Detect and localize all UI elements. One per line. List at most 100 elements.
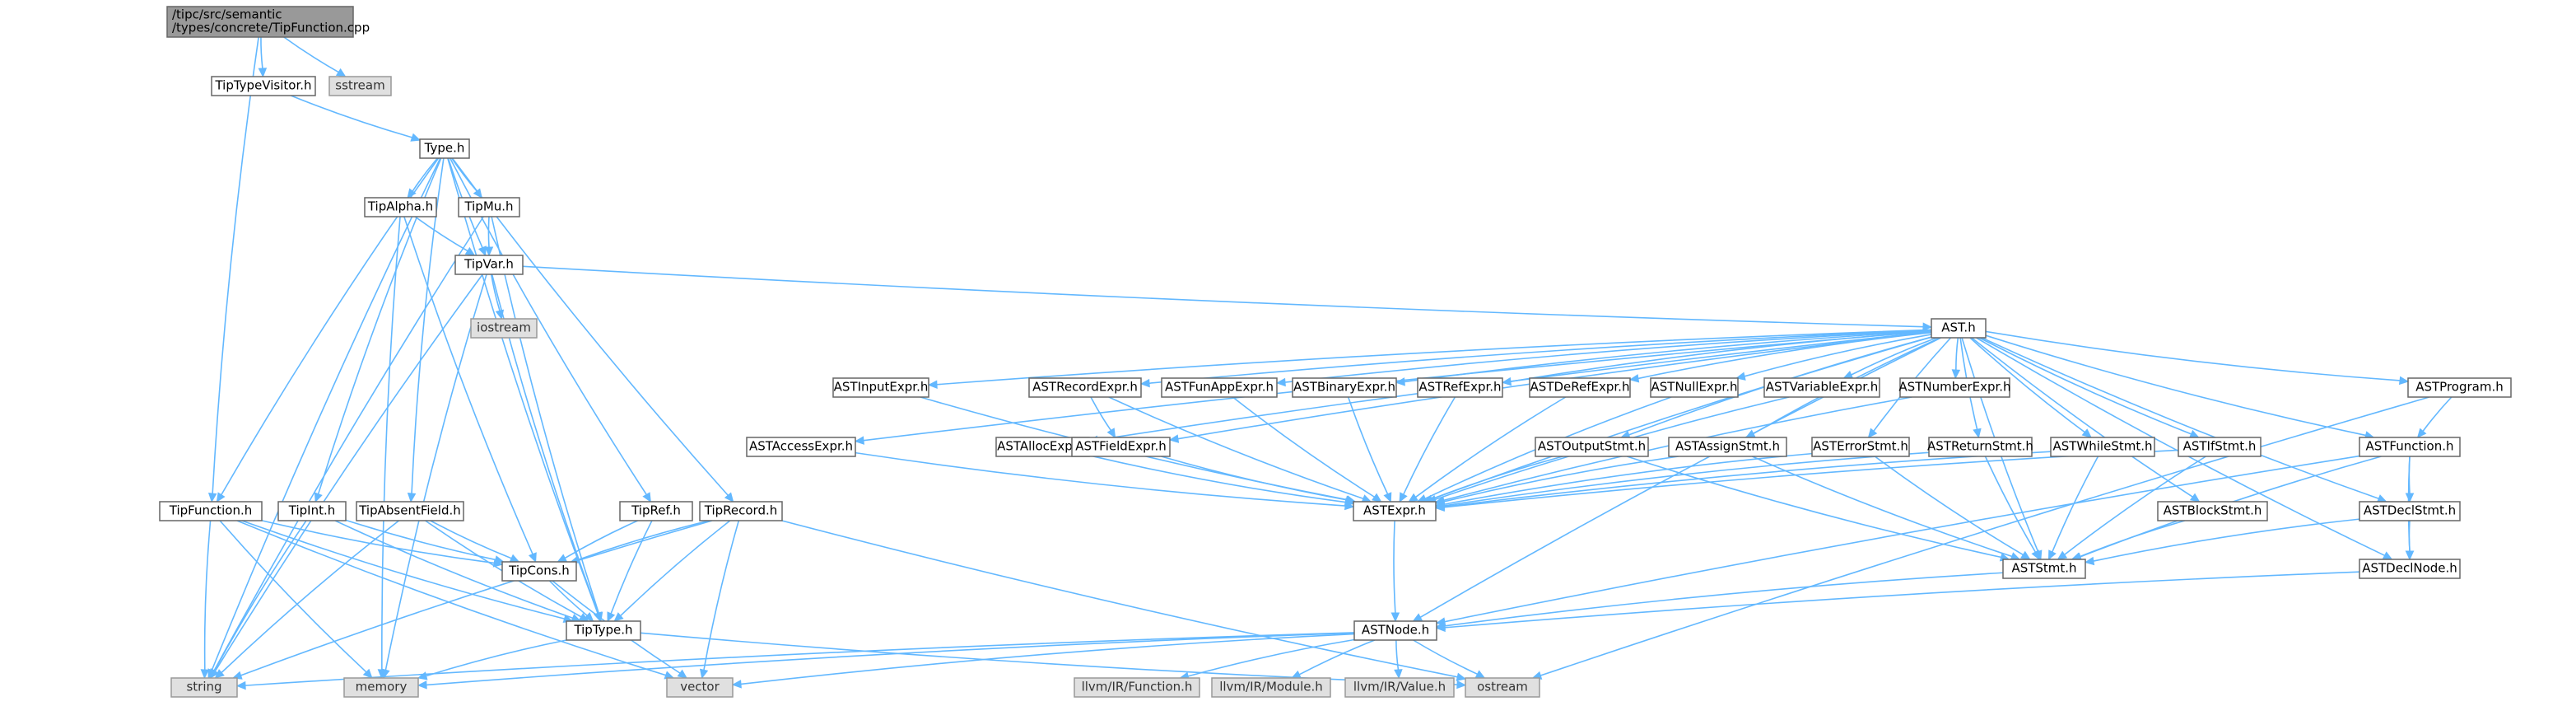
edge-root-to-sstream [283,36,347,77]
edge-arrowhead [2047,549,2057,561]
edge-line [1443,451,1930,507]
edge-line [213,520,307,671]
node-iostream[interactable]: iostream [470,318,538,339]
node-TipRecord[interactable]: TipRecord.h [699,501,783,521]
node-string[interactable]: string [170,677,238,698]
node-ASTFieldExpr[interactable]: ASTFieldExpr.h [1071,437,1171,457]
node-ASTNullExpr[interactable]: ASTNullExpr.h [1650,377,1739,398]
node-TipTypeVisitor[interactable]: TipTypeVisitor.h [211,76,316,96]
node-ASTExpr[interactable]: ASTExpr.h [1353,501,1437,521]
node-ASTOutputStmt[interactable]: ASTOutputStmt.h [1535,437,1649,457]
edge-arrowhead [731,680,742,689]
edge-line [1744,334,1932,377]
node-TipVar[interactable]: TipVar.h [454,255,524,275]
node-ASTIfStmt[interactable]: ASTIfStmt.h [2178,437,2262,457]
edge-arrowhead [1394,669,1403,680]
edge-TipAlpha-to-memory [377,216,401,680]
node-ASTAllocExpr[interactable]: ASTAllocExpr.h [995,437,1090,457]
node-ASTWhileStmt[interactable]: ASTWhileStmt.h [2050,437,2155,457]
node-memory[interactable]: memory [343,677,419,698]
edge-line [2079,520,2186,558]
node-box [566,620,641,641]
node-label: iostream [477,320,531,335]
edge-ASTOutputStmt-to-ASTStmt [1626,456,2010,562]
edge-line [290,95,412,138]
edge-line [345,519,496,561]
edge-line [2064,456,2206,555]
node-ASTRefExpr[interactable]: ASTRefExpr.h [1417,377,1503,398]
node-ostream[interactable]: ostream [1465,677,1540,698]
edge-line [411,157,445,494]
node-label: TipAbsentField.h [358,503,461,518]
node-TipRef[interactable]: TipRef.h [619,501,693,521]
edge-line [261,520,495,564]
node-ASTInputExpr[interactable]: ASTInputExpr.h [832,377,929,398]
edge-line [412,157,438,192]
node-ASTNumberExpr[interactable]: ASTNumberExpr.h [1898,377,2011,398]
node-ASTDeclStmt[interactable]: ASTDeclStmt.h [2359,501,2461,521]
edge-arrowhead [1383,492,1392,503]
node-llvmValue[interactable]: llvm/IR/Value.h [1344,677,1455,698]
node-ASTBinaryExpr[interactable]: ASTBinaryExpr.h [1292,377,1397,398]
node-label: ASTFieldExpr.h [1075,439,1167,454]
edge-TipRecord-to-ostream [781,520,1467,681]
edge-line [740,633,1355,685]
edge-line [1443,451,2052,507]
node-TipInt[interactable]: TipInt.h [277,501,347,521]
node-box [1650,377,1739,398]
node-box [1353,620,1437,641]
node-sstream[interactable]: sstream [328,76,392,96]
node-ASTBlockStmt[interactable]: ASTBlockStmt.h [2157,501,2268,521]
node-ASTDeRefExpr[interactable]: ASTDeRefExpr.h [1529,377,1631,398]
node-ASTStmt[interactable]: ASTStmt.h [2002,559,2086,579]
node-vector[interactable]: vector [666,677,734,698]
node-ASTAccessExpr[interactable]: ASTAccessExpr.h [746,437,856,457]
node-label: ASTFunction.h [2365,439,2453,454]
edge-arrowhead [1372,493,1382,503]
node-label: ASTInputExpr.h [834,380,929,395]
node-llvmFunction[interactable]: llvm/IR/Function.h [1074,677,1200,698]
node-ASTProgram[interactable]: ASTProgram.h [2407,377,2512,398]
node-ASTFunction[interactable]: ASTFunction.h [2359,437,2461,457]
edge-arrowhead [494,555,505,564]
node-ASTNode[interactable]: ASTNode.h [1353,620,1437,641]
node-TipFunction[interactable]: TipFunction.h [159,501,263,521]
edge-ASTErrorStmt-to-ASTStmt [1874,456,2031,560]
node-ASTFunAppExpr[interactable]: ASTFunAppExpr.h [1161,377,1278,398]
node-TipAlpha[interactable]: TipAlpha.h [364,197,437,217]
node-ASTReturnStmt[interactable]: ASTReturnStmt.h [1927,437,2033,457]
node-llvmModule[interactable]: llvm/IR/Module.h [1211,677,1331,698]
edge-AST-to-ASTFunAppExpr [1275,330,1932,387]
edge-line [2408,520,2411,552]
edge-arrowhead [2376,494,2387,503]
edge-ASTRefExpr-to-ASTExpr [1399,396,1456,503]
node-ASTRecordExpr[interactable]: ASTRecordExpr.h [1028,377,1142,398]
node-label: ASTAllocExpr.h [997,439,1088,454]
node-label: TipTypeVisitor.h [214,78,311,93]
node-TipType[interactable]: TipType.h [566,620,641,641]
node-TipCons[interactable]: TipCons.h [501,561,577,582]
node-ASTErrorStmt[interactable]: ASTErrorStmt.h [1811,437,1910,457]
node-root[interactable]: /tipc/src/semantic/types/concrete/TipFun… [166,6,370,38]
node-label: ASTErrorStmt.h [1813,439,1908,454]
edge-TipTypeVisitor-to-Type [290,95,422,142]
node-TipMu[interactable]: TipMu.h [458,197,520,217]
node-Type[interactable]: Type.h [419,138,470,159]
node-ASTDeclNode[interactable]: ASTDeclNode.h [2359,559,2461,579]
node-label: ostream [1477,680,1528,694]
edge-arrowhead [1106,428,1116,439]
node-ASTVariableExpr[interactable]: ASTVariableExpr.h [1763,377,1880,398]
edge-arrowhead [1435,621,1446,630]
edge-ASTFunAppExpr-to-ASTExpr [1232,396,1382,503]
node-box [1811,437,1910,457]
node-ASTAssignStmt[interactable]: ASTAssignStmt.h [1668,437,1787,457]
edge-line [1851,337,1937,376]
edge-line [548,580,588,616]
edge-ASTDeclStmt-to-ASTStmt [2084,518,2360,566]
edge-TipAbsentField-to-string [214,520,400,679]
edge-arrowhead [417,671,428,680]
node-AST[interactable]: AST.h [1931,318,1987,339]
edge-arrowhead [1842,370,1854,379]
node-TipAbsentField[interactable]: TipAbsentField.h [356,501,464,521]
edge-arrowhead [235,680,246,690]
